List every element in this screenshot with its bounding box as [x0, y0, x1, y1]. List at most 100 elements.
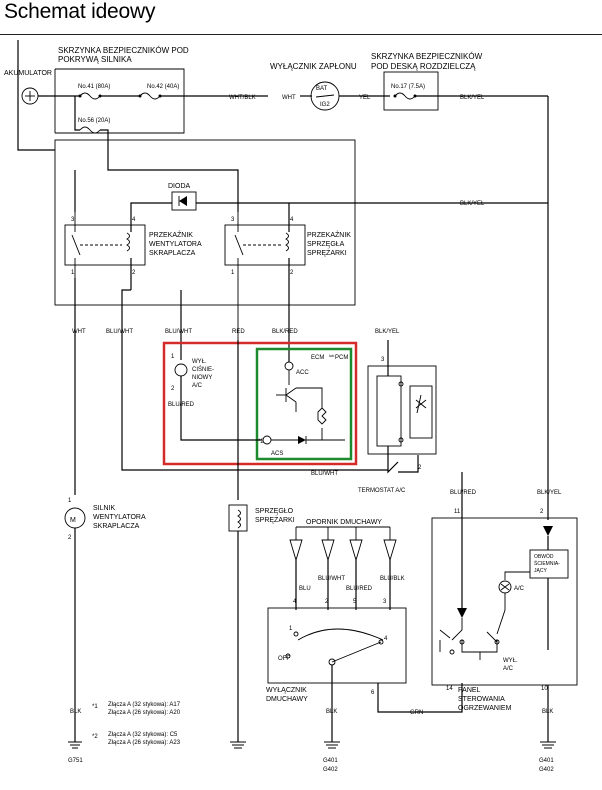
diagram-label: OFF [278, 656, 290, 662]
fuse-17-label: No.17 (7.5A) [391, 84, 425, 90]
diagram-wire [100, 129, 239, 212]
diagram-wire [383, 539, 397, 562]
diagram-label: 1 [71, 270, 75, 276]
diagram-wire [449, 649, 455, 655]
diagram-label: BLU/WHT [106, 329, 133, 335]
fuse-41-label: No.41 (80A) [78, 84, 110, 90]
diagram-wire [324, 741, 340, 749]
diagram-wire [349, 539, 363, 562]
diagram-label: ACS [271, 451, 283, 457]
diagram-wire [387, 446, 419, 474]
diagram-label: 3 [231, 217, 235, 223]
diagram-wire [230, 741, 246, 749]
fuse-17-icon [394, 92, 416, 100]
diagram-label: 11 [454, 509, 461, 515]
diagram-wire [126, 232, 130, 252]
diagram-wire [451, 618, 498, 660]
diagram-wire [317, 407, 327, 425]
control-panel [431, 517, 578, 686]
fuse-box-dash-label: SKRZYNKA BEZPIECZNIKÓW [371, 52, 483, 61]
fuse-56-label: No.56 (20A) [78, 118, 110, 124]
fuse-box-engine-label: SKRZYNKA BEZPIECZNIKÓW POD [58, 46, 189, 55]
diagram-label: A/C [514, 586, 525, 592]
diagram-label: 2 [171, 386, 175, 392]
diagram-label: 2 [290, 270, 294, 276]
diagram-label: G401 [323, 758, 338, 764]
diagram-wire [68, 741, 82, 749]
diagram-label: WHT [72, 329, 86, 335]
fuse-box-dash-label-2: POD DESKĄ ROZDZIELCZĄ [371, 62, 476, 71]
diagram-label: CIŚNIE- [192, 365, 214, 373]
diagram-label: SPRĘŻARKI [255, 515, 295, 524]
note-2-mark: *2 [92, 734, 98, 740]
diagram-wire [496, 593, 506, 635]
diagram-wire [285, 653, 291, 659]
diagram-wire [398, 381, 404, 387]
diagram-label: WENTYLATORA [93, 514, 146, 521]
diagram-label: PCM [335, 355, 348, 361]
diagram-wire [321, 539, 335, 562]
diagram-label: 14 [446, 686, 453, 692]
diagram-label: G751 [68, 758, 83, 764]
blower-switch [267, 607, 407, 684]
diagram-label: ŚCIEMNIA- [534, 559, 560, 567]
diagram-label: BLK [542, 709, 553, 715]
diagram-label: BLU/WHT [165, 329, 192, 335]
diagram-wire [296, 387, 323, 408]
diagram-label: BAT [316, 86, 328, 92]
clutch-icon [228, 504, 248, 532]
diagram-wire [138, 94, 142, 98]
thermostat [367, 365, 437, 455]
diagram-label: BLK [70, 709, 81, 715]
diagram-label: SKRAPLACZA [149, 250, 196, 257]
diagram-label: *2 [258, 439, 264, 445]
diagram-label: 2 [68, 535, 72, 541]
diagram-wire [398, 437, 404, 443]
diagram-wire [378, 639, 384, 645]
diagram-label: A/C [503, 666, 514, 672]
diagram-wire [285, 370, 297, 412]
diagram-wire [409, 385, 433, 439]
note-2-line-2: Złącza A (26 stykowa): A23 [108, 740, 181, 746]
diagram-label: BLK/YEL [537, 490, 562, 496]
wire-blk-yel-label-top: BLK/YEL [460, 95, 485, 101]
blower-switch-label: WYŁĄCZNIK [266, 687, 307, 694]
diagram-label: SPRĘŻARKI [307, 248, 347, 257]
diagram-label: WENTYLATORA [149, 241, 202, 248]
diagram-wire [439, 629, 451, 652]
diagram-label: BLU/WHT [318, 576, 345, 582]
diagram-label: 3 [381, 357, 385, 363]
diagram-label: G402 [539, 767, 554, 773]
diagram-label: 5 [353, 599, 357, 605]
note-2-line-1: Złącza A (32 stykowa): C5 [108, 732, 178, 738]
diagram-label: BLU/RED [168, 402, 195, 408]
diagram-wire [331, 641, 382, 663]
diagram-wire [540, 741, 556, 749]
diagram-wire [121, 289, 388, 471]
fuse-42-label: No.42 (40A) [147, 84, 179, 90]
dimmer-circuit [529, 549, 569, 579]
diagram-label: WYŁ. [503, 658, 518, 664]
fan-motor-label: SILNIK [93, 505, 116, 512]
diagram-wire [234, 234, 244, 256]
note-1-line-2: Złącza A (26 stykowa): A20 [108, 710, 181, 716]
pressure-switch-icon [174, 363, 188, 377]
diagram-wire [171, 191, 197, 211]
diagram-label: STEROWANIA [458, 696, 505, 703]
diagram-label: DMUCHAWY [266, 696, 308, 703]
diagram-wire [262, 435, 272, 445]
diagram-label: SPRZĘGŁA [307, 241, 345, 248]
diagram-label: 1 [289, 626, 293, 632]
thermostat-label: TERMOSTAT A/C [358, 488, 406, 494]
note-1-mark: *1 [92, 704, 98, 710]
relay-clutch [224, 224, 306, 266]
diagram-wire [17, 96, 55, 151]
fuse-box-engine [54, 68, 185, 134]
diagram-label: 4 [293, 599, 297, 605]
diagram-wire [377, 683, 463, 713]
diagram-label: 2 [132, 270, 136, 276]
battery-label: AKUMULATOR [4, 70, 52, 77]
diagram-wire [289, 539, 303, 562]
diagram-label: 6 [371, 690, 375, 696]
